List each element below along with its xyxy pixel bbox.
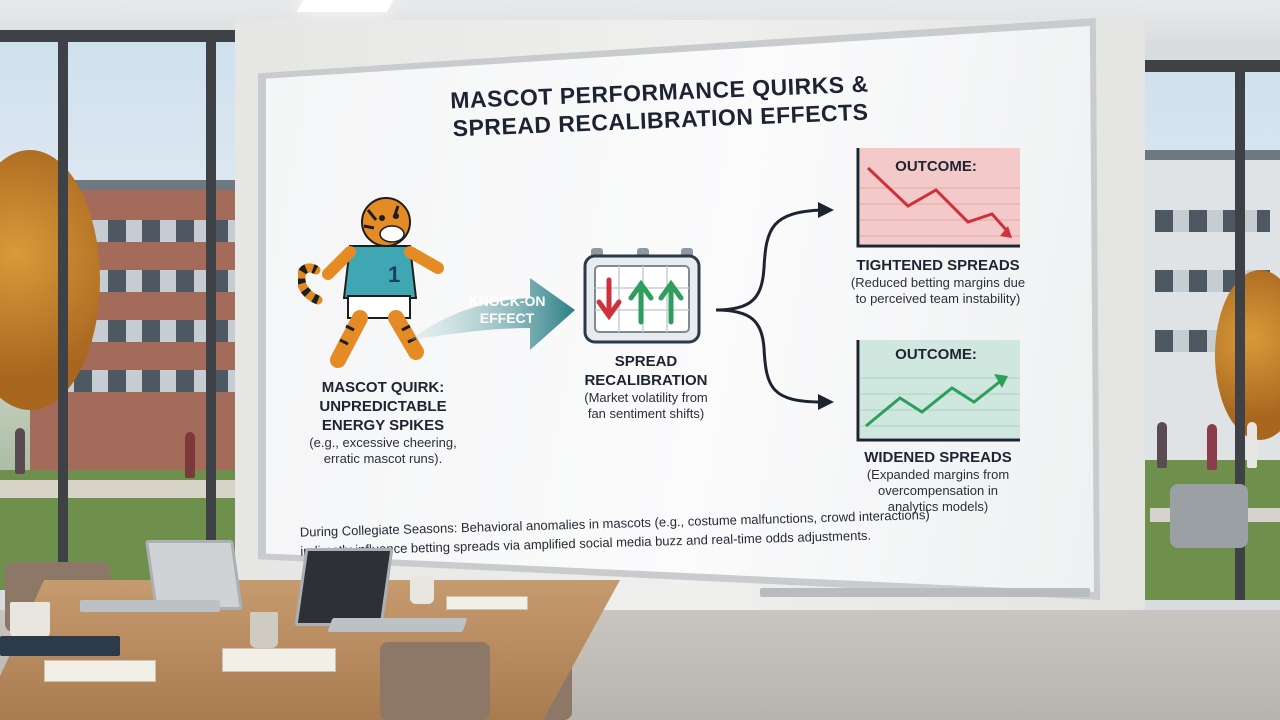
knock-on-label: KNOCK-ON EFFECT	[452, 293, 562, 327]
autumn-tree	[1215, 270, 1280, 440]
outcome-down-chart-icon	[856, 148, 1020, 248]
outcome-bottom-chart-label: OUTCOME:	[895, 346, 977, 363]
arrow-head-icon	[818, 202, 834, 218]
tiger-mascot-icon: 1	[298, 197, 444, 368]
spread-heading: RECALIBRATION	[584, 372, 708, 389]
outcome-tightened-block: TIGHTENED SPREADS (Reduced betting margi…	[818, 256, 1058, 307]
mascot-quirk-block: MASCOT QUIRK: UNPREDICTABLE ENERGY SPIKE…	[298, 378, 468, 467]
mascot-quirk-heading: UNPREDICTABLE	[319, 398, 447, 415]
person	[1207, 424, 1217, 470]
window-mullion	[58, 30, 68, 590]
ceiling-light	[296, 0, 394, 12]
walkway	[0, 480, 236, 498]
spread-detail: (Market volatility from	[584, 390, 708, 405]
arrow-head-icon	[818, 394, 834, 410]
window-mullion	[206, 30, 216, 590]
laptop-center-base	[327, 618, 468, 632]
person	[185, 432, 195, 478]
window-mullion	[1235, 60, 1245, 600]
branch-arrows	[715, 202, 834, 410]
person	[15, 428, 25, 474]
person	[1157, 422, 1167, 468]
notebook	[222, 648, 336, 672]
svg-text:1: 1	[388, 262, 400, 287]
outcome-widened-heading: WIDENED SPREADS	[864, 449, 1012, 466]
coffee-mug	[10, 602, 50, 638]
knock-on-arrow-icon	[410, 278, 575, 350]
chair	[1170, 484, 1248, 548]
outcome-up-chart-icon	[856, 340, 1020, 442]
outcome-widened-detail: overcompensation in	[878, 483, 998, 498]
window-left	[0, 30, 236, 590]
spread-board-icon	[583, 248, 701, 344]
knock-on-label-line: KNOCK-ON	[468, 293, 546, 309]
folder	[0, 636, 120, 656]
outcome-top-chart-label: OUTCOME:	[895, 158, 977, 175]
knock-on-label-line: EFFECT	[479, 310, 535, 326]
window-frame	[0, 30, 236, 42]
person	[1247, 422, 1257, 468]
spread-detail: fan sentiment shifts)	[587, 406, 705, 421]
window-frame	[1145, 60, 1280, 72]
chair	[380, 642, 490, 720]
notebook	[446, 596, 528, 610]
spread-recalibration-block: SPREAD RECALIBRATION (Market volatility …	[556, 352, 736, 422]
laptop-left-base	[80, 600, 220, 612]
mascot-quirk-heading: MASCOT QUIRK:	[321, 379, 445, 396]
marker-tray	[760, 588, 1090, 597]
outcome-tightened-detail: (Reduced betting margins due	[850, 275, 1026, 290]
laptop-center[interactable]	[294, 548, 394, 626]
coffee-mug	[410, 576, 434, 604]
spread-heading: SPREAD	[614, 353, 678, 370]
outcome-widened-detail: analytics models)	[887, 499, 989, 514]
notebook	[44, 660, 156, 682]
outcome-tightened-heading: TIGHTENED SPREADS	[856, 257, 1020, 274]
coffee-mug	[250, 612, 278, 648]
mascot-quirk-detail: erratic mascot runs).	[323, 451, 443, 466]
outcome-widened-block: WIDENED SPREADS (Expanded margins from o…	[818, 448, 1058, 515]
outcome-tightened-detail: to perceived team instability)	[855, 291, 1021, 306]
mascot-quirk-detail: (e.g., excessive cheering,	[309, 435, 457, 450]
mascot-quirk-heading: ENERGY SPIKES	[321, 417, 445, 434]
outcome-widened-detail: (Expanded margins from	[866, 467, 1010, 482]
